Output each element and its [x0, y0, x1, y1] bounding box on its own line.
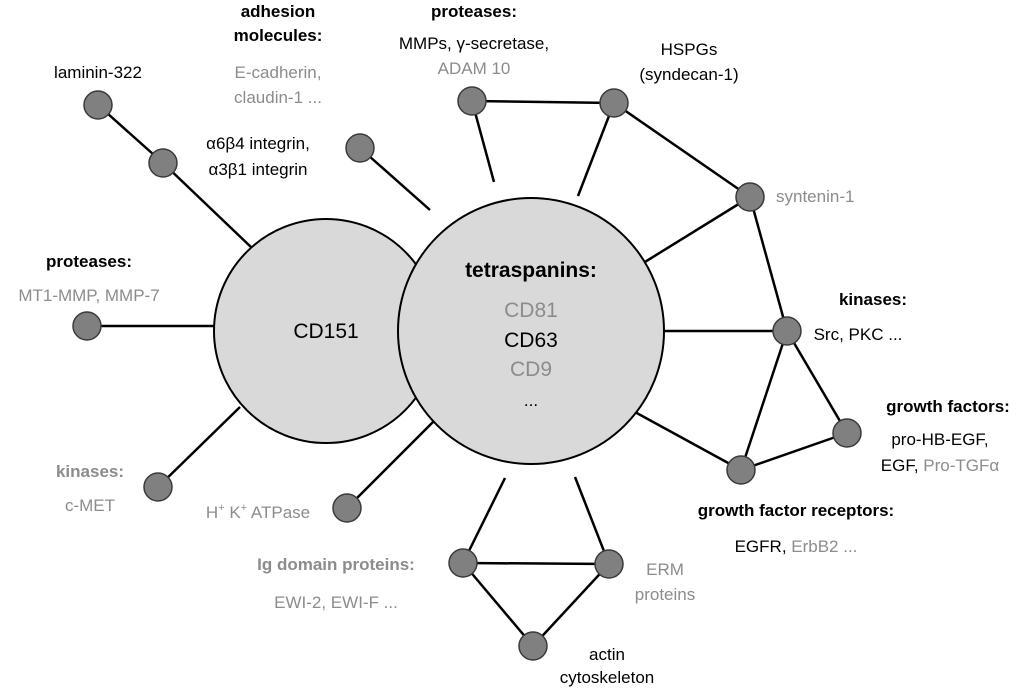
edge-growthfactor-egfr: [740, 431, 848, 472]
actin-line1: actin: [589, 645, 625, 664]
ig-title: Ig domain proteins:: [257, 555, 415, 574]
integrin-line2: α3β1 integrin: [209, 160, 308, 179]
growth-factors-line1: pro-HB-EGF,: [891, 430, 988, 449]
edge-src-growthfactor: [785, 330, 849, 434]
growth-factors-pro-tgfa: Pro-TGFα: [923, 456, 999, 475]
node-proteases-left: [72, 311, 102, 341]
node-atpase: [332, 493, 362, 523]
edge-syntenin-src: [748, 196, 789, 332]
growth-factors-line2: EGF, Pro-TGFα: [881, 456, 1000, 475]
kinases-left-title: kinases:: [56, 462, 124, 481]
proteases-top-line2: ADAM 10: [438, 59, 511, 78]
node-hspgs: [599, 88, 629, 118]
edge-atpase-tetraspanin: [346, 421, 434, 509]
node-integrin: [148, 148, 178, 178]
edge-ig-actin: [462, 562, 534, 647]
tetraspanin-cd9: CD9: [510, 358, 552, 381]
erm-line1: ERM: [646, 560, 684, 579]
proteases-left-label: MT1-MMP, MMP-7: [18, 286, 159, 305]
laminin-label: laminin-322: [54, 63, 142, 82]
tetraspanins-title: tetraspanins:: [465, 259, 597, 282]
erm-line2: proteins: [635, 585, 695, 604]
kinases-right-title: kinases:: [839, 290, 907, 309]
syntenin-label: syntenin-1: [776, 187, 854, 206]
edge-adhesion-tetraspanin: [359, 147, 431, 211]
cd151-label: CD151: [293, 320, 358, 343]
node-cmet: [143, 472, 173, 502]
edge-erm-actin: [532, 563, 610, 647]
gfr-title: growth factor receptors:: [698, 501, 894, 520]
atpase-h: H: [206, 503, 218, 522]
adhesion-line1: E-cadherin,: [235, 63, 322, 82]
tetraspanin-cd63: CD63: [504, 329, 558, 352]
atpase-sup-2: +: [241, 502, 247, 514]
node-src-pkc: [772, 316, 802, 346]
gfr-egfr: EGFR,: [735, 537, 792, 556]
hspgs-line2: (syndecan-1): [639, 65, 738, 84]
atpase-sup-1: +: [218, 502, 224, 514]
atpase-label: H+ K+ ATPase: [206, 502, 310, 522]
tetraspanins-hub: [397, 197, 665, 465]
ig-label: EWI-2, EWI-F ...: [274, 593, 398, 612]
node-actin: [518, 631, 548, 661]
node-erm: [594, 549, 624, 579]
atpase-word: ATPase: [247, 503, 310, 522]
growth-factors-title: growth factors:: [886, 397, 1010, 416]
edge-syntenin-tetraspanin: [639, 195, 751, 267]
kinases-left-label: c-MET: [65, 496, 115, 515]
growth-factors-egf: EGF,: [881, 456, 924, 475]
node-syntenin: [735, 182, 765, 212]
edge-cmet-cd151: [157, 406, 241, 488]
node-proteases-top: [457, 86, 487, 116]
gfr-erbb2: ErbB2 ...: [791, 537, 857, 556]
proteases-top-title: proteases:: [431, 2, 517, 21]
edge-hspgs-tetraspanin: [576, 102, 616, 197]
actin-line2: cytoskeleton: [560, 668, 655, 687]
edges: [87, 99, 849, 647]
adhesion-title-line2: molecules:: [234, 26, 323, 45]
node-adhesion: [345, 133, 375, 163]
edge-integrin-cd151: [162, 162, 253, 249]
integrin-line1: α6β4 integrin,: [206, 134, 310, 153]
edge-egfr-tetraspanin: [623, 404, 742, 472]
edge-proteases-hspgs: [471, 99, 615, 105]
edge-hspgs-syntenin: [613, 101, 751, 199]
node-egfr: [726, 455, 756, 485]
node-ig-domain: [448, 548, 478, 578]
hspgs-line1: HSPGs: [661, 40, 718, 59]
nodes: [72, 86, 862, 661]
node-growth-factors: [832, 418, 862, 448]
edge-ig-tetraspanin: [461, 477, 507, 564]
tetraspanin-cd81: CD81: [504, 299, 558, 322]
edge-erm-tetraspanin: [573, 476, 611, 565]
tetraspanin-more: ...: [524, 391, 538, 410]
proteases-left-title: proteases:: [46, 252, 132, 271]
kinases-right-label: Src, PKC ...: [814, 325, 903, 344]
atpase-k: K: [225, 503, 242, 522]
node-laminin: [83, 90, 113, 120]
adhesion-line2: claudin-1 ...: [234, 88, 322, 107]
proteases-top-line1: MMPs, γ-secretase,: [399, 34, 549, 53]
adhesion-title-line1: adhesion: [241, 2, 316, 21]
gfr-line: EGFR, ErbB2 ...: [735, 537, 858, 556]
edge-src-egfr: [739, 330, 789, 471]
edge-ig-erm: [462, 561, 610, 566]
